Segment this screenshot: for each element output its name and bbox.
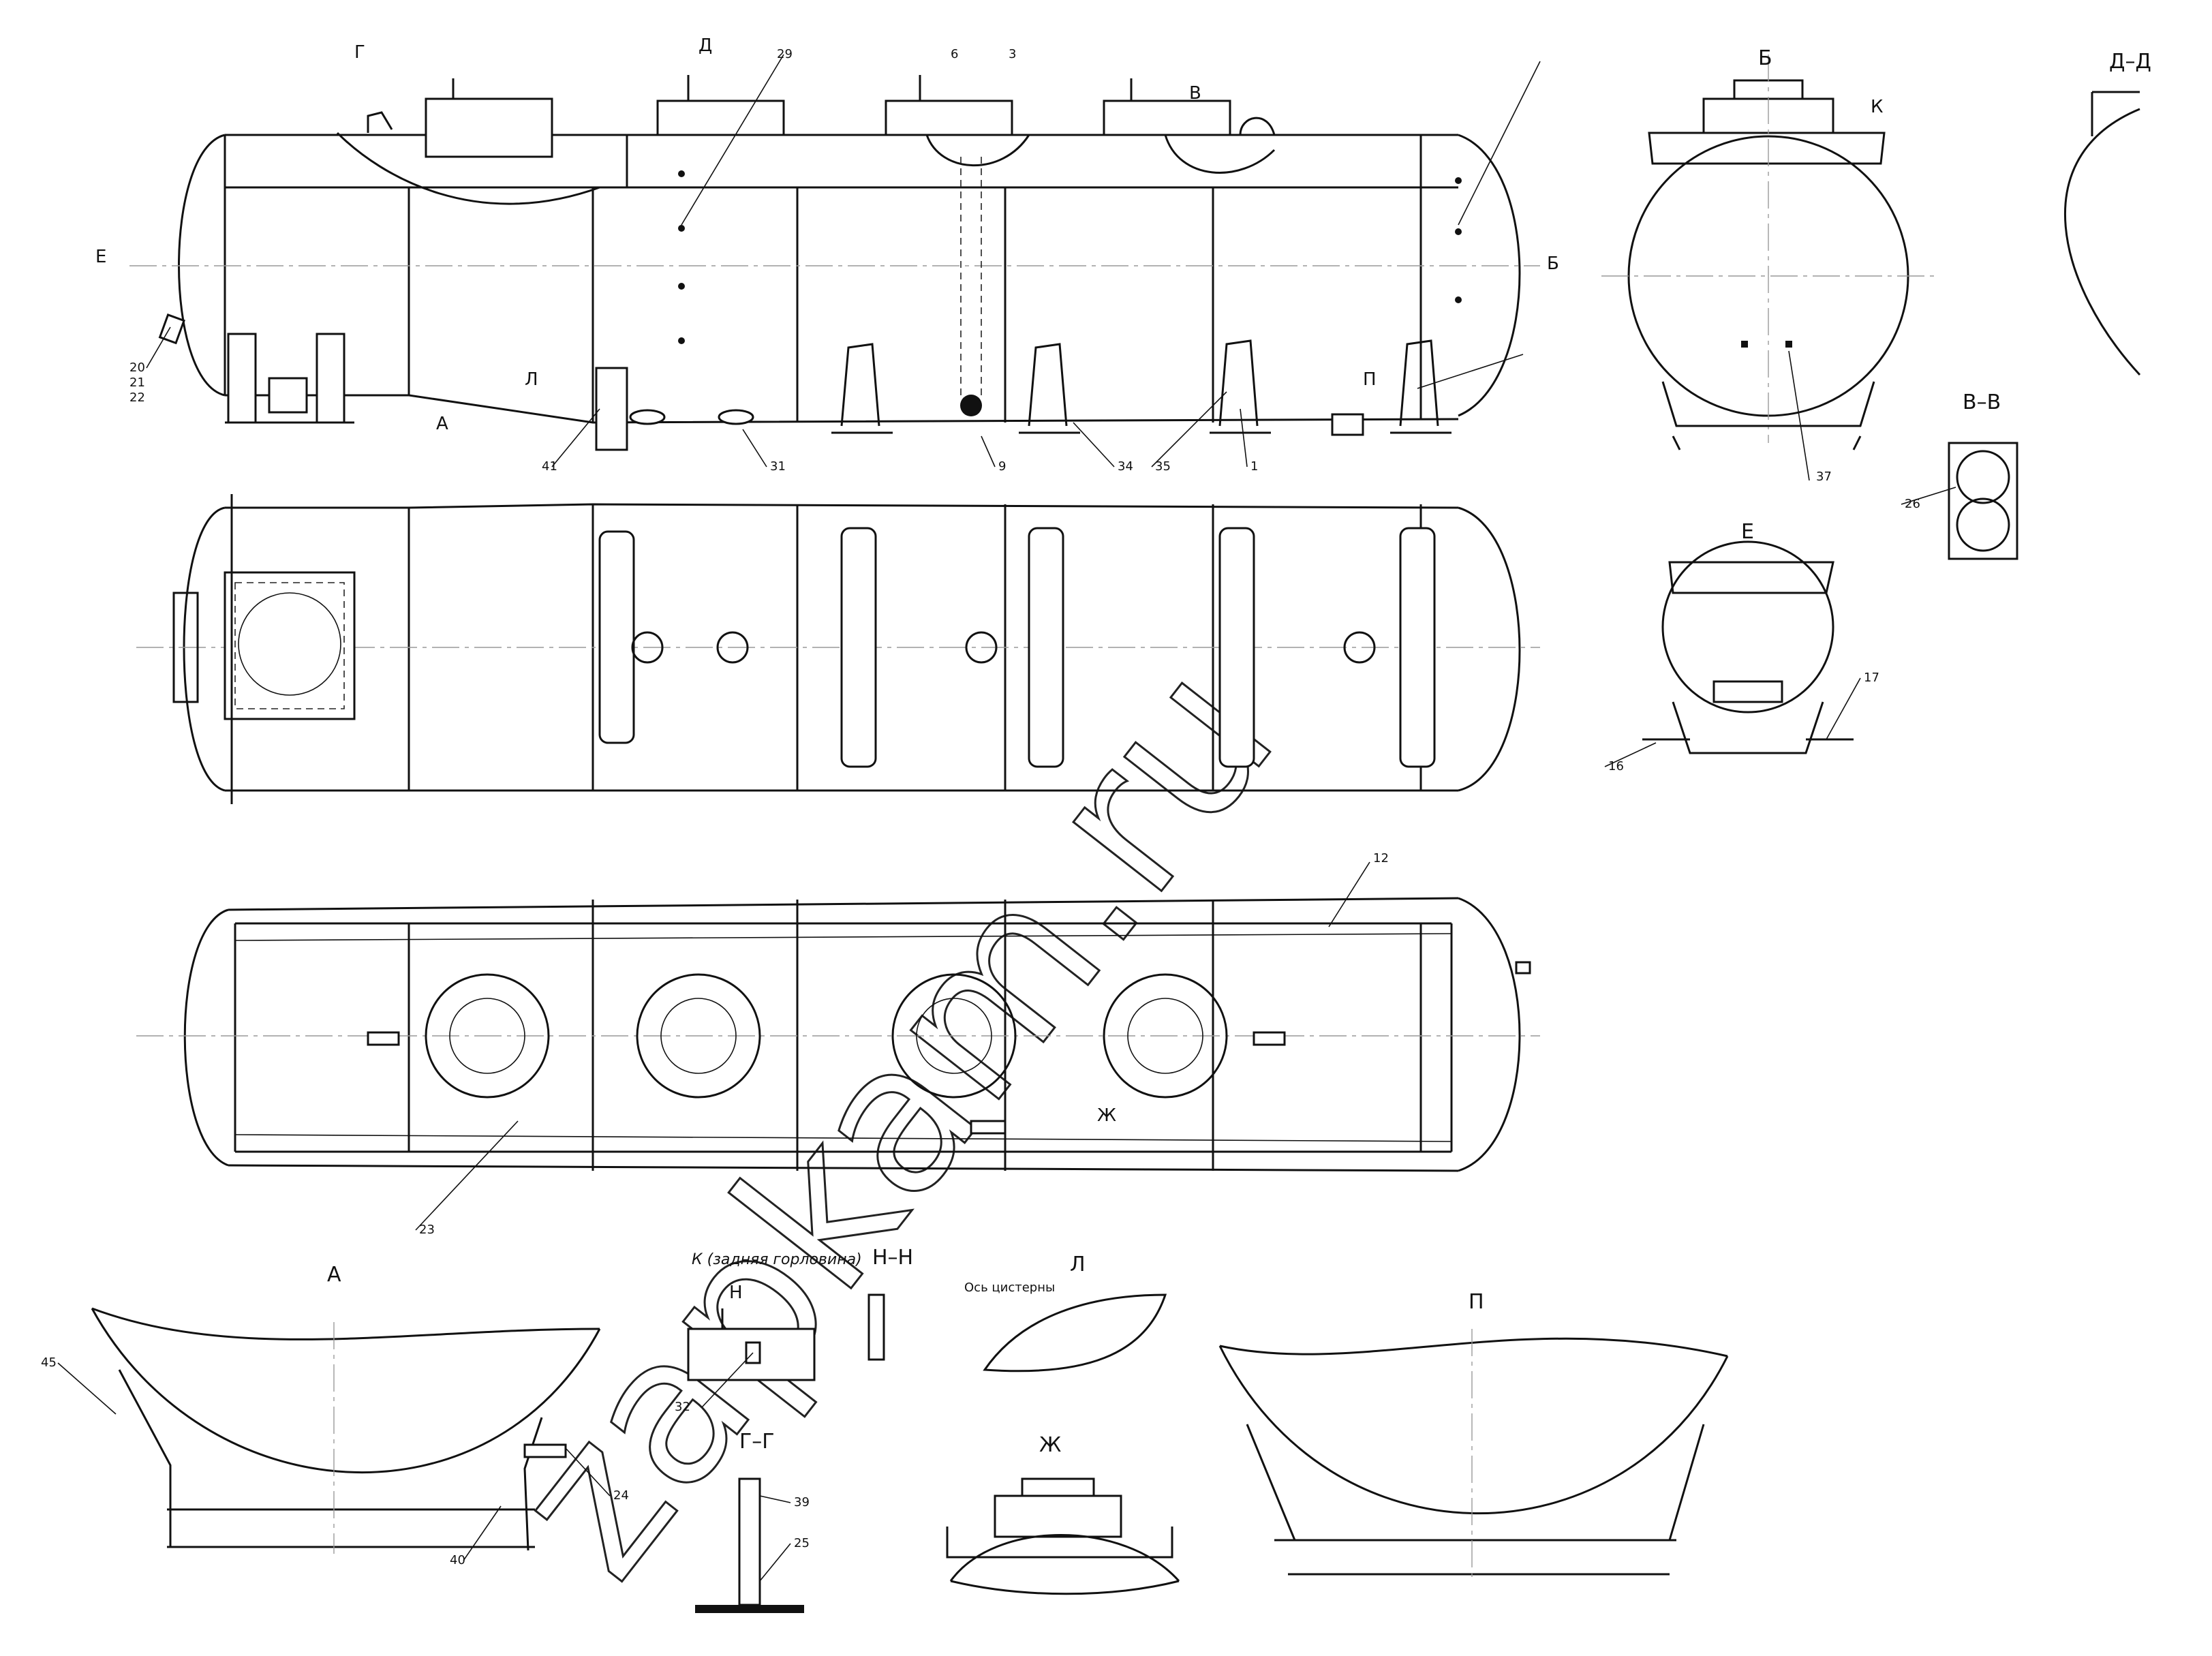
mark-e: Е — [95, 247, 106, 267]
title-view-k: К (задняя горловина) — [692, 1251, 862, 1268]
mark-zh: Ж — [1097, 1105, 1116, 1126]
saddle-3 — [1210, 339, 1271, 434]
callout-22: 22 — [129, 390, 145, 405]
view-zh — [946, 1477, 1180, 1595]
callout-34: 34 — [1118, 459, 1133, 474]
title-view-p: П — [1469, 1290, 1484, 1314]
callout-35: 35 — [1155, 459, 1171, 474]
callout-17: 17 — [1864, 671, 1879, 685]
title-view-l: Л — [1070, 1253, 1086, 1276]
view-a — [91, 1307, 601, 1554]
title-view-zh: Ж — [1039, 1433, 1061, 1457]
callout-3: 3 — [1009, 47, 1016, 61]
view-l — [983, 1293, 1167, 1373]
callout-6: 6 — [951, 47, 958, 61]
view-p — [1218, 1329, 1729, 1581]
title-section-v-v: В–В — [1963, 390, 2001, 414]
mark-d-top: Д — [698, 35, 712, 56]
callout-45: 45 — [41, 1355, 57, 1370]
section-marks: Г Д В Е Б К Л П А Н Ж — [95, 35, 1883, 1303]
callout-41: 41 — [542, 459, 557, 474]
watermark: zapkam.ru — [466, 619, 1321, 1619]
title-view-b: Б — [1758, 46, 1772, 70]
leader-lines — [57, 54, 1956, 1582]
note-tank-axis: Ось цистерны — [964, 1281, 1055, 1295]
mark-p: П — [1363, 369, 1377, 390]
callout-9: 9 — [998, 459, 1006, 474]
saddle-2 — [1019, 343, 1080, 434]
callout-29: 29 — [777, 47, 793, 61]
title-section-n-n: Н–Н — [872, 1246, 913, 1270]
plan-view — [136, 897, 1540, 1172]
top-view — [136, 494, 1540, 804]
view-titles: Б Д–Д В–В Е А К (задняя горловина) Н–Н Л… — [327, 46, 2151, 1457]
callout-23: 23 — [419, 1223, 435, 1237]
callout-1: 1 — [1250, 459, 1258, 474]
svg-text:zapkam.ru: zapkam.ru — [467, 621, 1320, 1619]
callout-24: 24 — [613, 1488, 629, 1503]
callout-26: 26 — [1905, 497, 1920, 511]
callout-37: 37 — [1816, 470, 1832, 484]
title-section-g-g: Г–Г — [739, 1430, 775, 1454]
view-e — [1642, 540, 1854, 754]
side-view — [129, 75, 1540, 451]
view-b — [1601, 55, 1935, 450]
callout-21: 21 — [129, 375, 145, 390]
mark-g-top: Г — [354, 42, 365, 63]
mark-n: Н — [729, 1283, 743, 1303]
title-view-e: Е — [1741, 520, 1754, 544]
mark-v: В — [1189, 83, 1201, 104]
callout-40: 40 — [450, 1553, 465, 1567]
section-g-g — [695, 1477, 804, 1613]
title-section-d-d: Д–Д — [2109, 50, 2151, 74]
section-d-d — [2063, 91, 2141, 376]
section-n-n — [867, 1293, 885, 1361]
callout-12: 12 — [1373, 851, 1389, 865]
saddle-front — [225, 333, 354, 424]
callout-31: 31 — [770, 459, 786, 474]
mark-l: Л — [525, 369, 538, 390]
mark-k: К — [1871, 97, 1883, 117]
title-view-a: А — [327, 1263, 341, 1287]
callout-20: 20 — [129, 361, 145, 375]
saddle-1 — [831, 343, 893, 434]
mark-a: А — [436, 414, 448, 434]
callout-39: 39 — [794, 1495, 810, 1509]
section-v-v — [1948, 442, 2018, 560]
mark-b: Б — [1547, 254, 1559, 274]
callout-32: 32 — [675, 1400, 690, 1414]
callout-25: 25 — [794, 1536, 810, 1550]
